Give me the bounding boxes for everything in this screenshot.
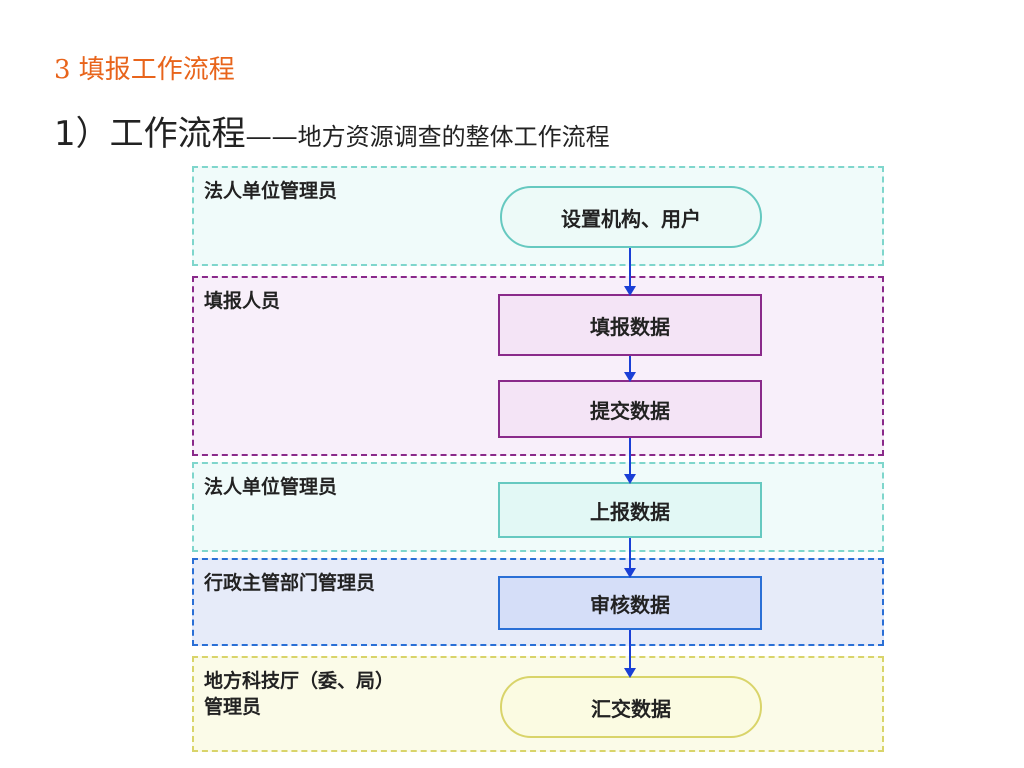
subtitle-main: 工作流程 [109,114,246,154]
subtitle: 1）工作流程——地方资源调查的整体工作流程 [54,112,610,162]
lane-label: 填报人员 [204,290,281,312]
arrow-setup-to-fill [624,248,636,296]
arrow-review-to-consolidate [624,630,636,678]
arrow-fill-to-submit [624,356,636,382]
node-setup-org-users[interactable]: 设置机构、用户 [500,186,762,248]
arrow-submit-to-report [624,438,636,484]
lane-label-line2: 管理员 [204,696,262,718]
lane-legal-admin-setup: 法人单位管理员 [192,166,884,266]
workflow-diagram: 法人单位管理员 填报人员 法人单位管理员 行政主管部门管理员 地方科技厅（委、局… [192,162,888,758]
section-title: 3 填报工作流程 [54,55,235,85]
node-review-data[interactable]: 审核数据 [498,576,762,630]
lane-label: 法人单位管理员 [204,476,338,498]
lane-label: 法人单位管理员 [204,180,338,202]
node-fill-data[interactable]: 填报数据 [498,294,762,356]
subtitle-number: 1） [54,114,110,154]
node-submit-data[interactable]: 提交数据 [498,380,762,438]
subtitle-detail: 地方资源调查的整体工作流程 [297,123,610,151]
subtitle-dash: —— [245,122,298,152]
lane-label: 地方科技厅（委、局） 管理员 [204,668,394,720]
arrow-report-to-review [624,538,636,578]
node-consolidate-data[interactable]: 汇交数据 [500,676,762,738]
node-report-data[interactable]: 上报数据 [498,482,762,538]
lane-label: 行政主管部门管理员 [204,572,376,594]
lane-label-line1: 地方科技厅（委、局） [204,670,395,692]
